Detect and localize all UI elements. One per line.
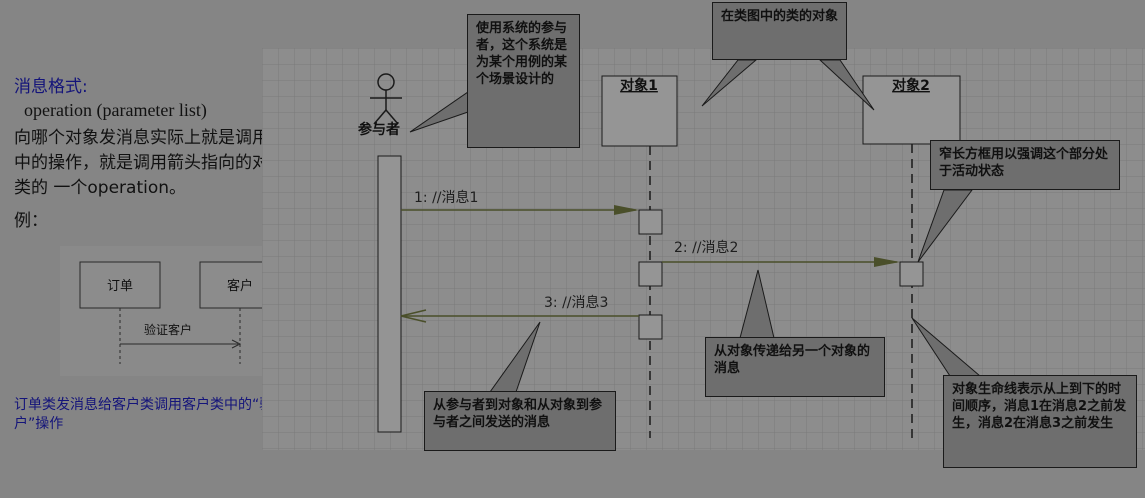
class-note-callout: 在类图中的类的对象	[712, 2, 847, 60]
example-caption: 订单类发消息给客户类调用客户类中的“验证客户”操作	[14, 397, 302, 432]
example-message-arrowhead	[231, 339, 242, 349]
actor-icon	[370, 73, 402, 125]
object2-label: 对象2	[892, 77, 930, 94]
message3-label: 3: //消息3	[544, 294, 608, 311]
lifeline-note-callout: 对象生命线表示从上到下的时间顺序，消息1在消息2之前发生，消息2在消息3之前发生	[943, 375, 1137, 468]
object-message-note-callout: 从对象传递给另一个对象的消息	[705, 337, 885, 397]
message1-label: 1: //消息1	[414, 189, 478, 206]
lifeline-note-pointer	[911, 317, 982, 377]
message-note-pointer	[489, 321, 541, 393]
message-format-label: 消息格式:	[14, 77, 88, 97]
message3-arrowhead	[400, 309, 427, 323]
object2-box	[862, 75, 961, 145]
actor-activation-bar	[377, 155, 402, 433]
object1-label: 对象1	[620, 77, 658, 94]
actor-label: 参与者	[358, 121, 400, 138]
actor-note-callout: 使用系统的参与者，这个系统是为某个用例的某个场景设计的	[467, 14, 580, 148]
object-message-note-pointer	[739, 269, 775, 339]
message-description: 向哪个对象发消息实际上就是调用它的类中的操作，就是调用箭头指向的对象所在类的 一…	[14, 128, 320, 198]
object1-activation-1	[638, 209, 663, 235]
example-object-order-label: 订单	[107, 279, 133, 294]
example-object-customer-label: 客户	[227, 278, 253, 294]
message2-arrowhead	[874, 257, 900, 267]
message1-arrowhead	[614, 205, 639, 215]
activation-note-pointer	[917, 189, 973, 263]
class-note-pointer	[701, 59, 758, 107]
example-label: 例：	[14, 211, 48, 231]
object1-box	[601, 75, 678, 147]
activation-note-callout: 窄长方框用以强调这个部分处于活动状态	[930, 140, 1120, 190]
class-note-pointer-2	[818, 59, 875, 111]
example-object-order	[79, 261, 161, 309]
message-note-callout: 从参与者到对象和从对象到参与者之间发送的消息	[424, 391, 616, 451]
object2-activation	[899, 261, 924, 287]
message2-label: 2: //消息2	[674, 239, 738, 256]
example-message-label: 验证客户	[144, 322, 192, 337]
actor-note-pointer	[409, 91, 469, 133]
object1-activation-2	[638, 261, 663, 287]
operation-syntax: operation (parameter list)	[24, 100, 207, 120]
object1-activation-3	[638, 314, 663, 340]
